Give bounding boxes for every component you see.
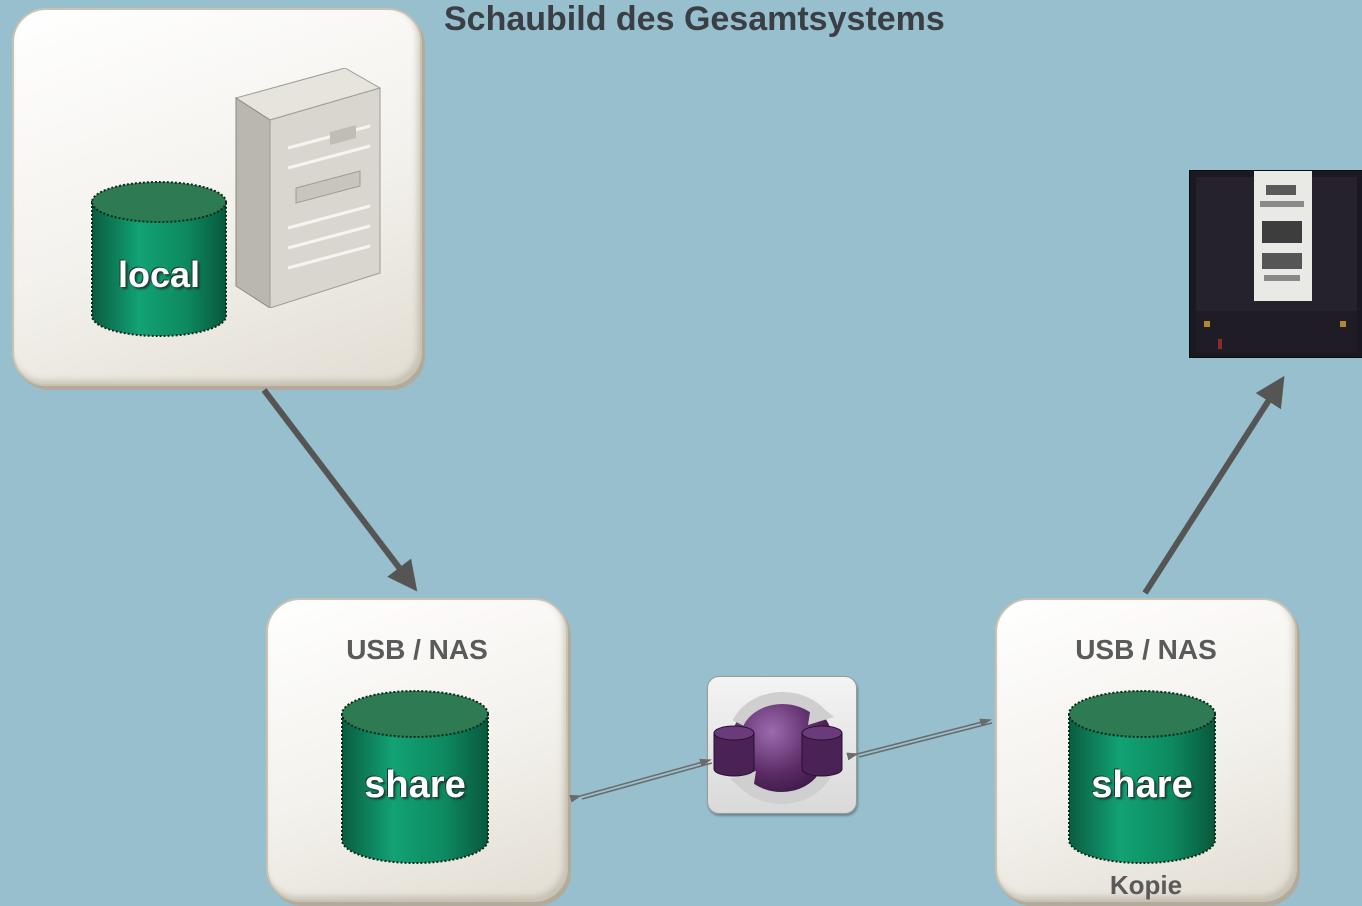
diagram-title: Schaubild des Gesamtsystems bbox=[444, 0, 945, 38]
share-disk-right-label: share bbox=[1091, 764, 1193, 806]
sync-arrow-right bbox=[846, 718, 992, 761]
nas-box-left: USB / NAS share bbox=[266, 598, 568, 902]
share-disk-left-label: share bbox=[364, 764, 466, 806]
local-server-box: local bbox=[12, 8, 422, 386]
nas-right-label: USB / NAS bbox=[1075, 634, 1217, 665]
sync-icon bbox=[707, 676, 857, 814]
share-disk-left-cylinder: share bbox=[340, 688, 490, 866]
nas-box-right: USB / NAS share Kopie bbox=[995, 598, 1297, 902]
local-disk-label: local bbox=[117, 254, 201, 295]
backup-media-cartridge bbox=[1189, 170, 1362, 358]
arrow-nas-to-media bbox=[1142, 375, 1285, 595]
sync-arrow-left bbox=[569, 758, 712, 803]
arrow-local-to-nas bbox=[261, 388, 418, 592]
share-disk-right-cylinder: share bbox=[1067, 688, 1217, 866]
server-tower-icon bbox=[234, 68, 382, 308]
copy-caption: Kopie bbox=[1109, 870, 1183, 900]
nas-left-label: USB / NAS bbox=[346, 634, 488, 665]
local-disk-cylinder: local bbox=[90, 180, 228, 338]
